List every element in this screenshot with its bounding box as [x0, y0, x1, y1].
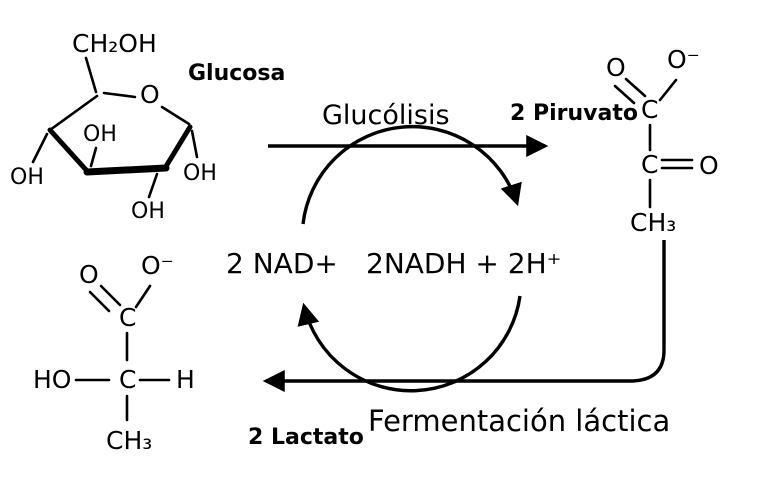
bond-line: [89, 146, 98, 168]
fermentation-arrow: [262, 240, 666, 393]
bond-line: [190, 129, 199, 159]
pyruvate-carboxyl-c: C: [641, 95, 658, 124]
glucose-ch2oh-label: CH₂OH: [72, 29, 157, 58]
ring-front-bond: [83, 164, 170, 176]
lactate-h: H: [176, 365, 195, 394]
bond-line: [134, 284, 152, 309]
cycle-arrow-bottom: [297, 295, 522, 393]
bond-line: [102, 91, 137, 99]
pyruvate-structure: O O⁻ C C O CH₃: [606, 45, 719, 237]
bond-line: [658, 78, 678, 102]
lactate-carboxyl-c: C: [119, 303, 136, 332]
glucose-oh-c2: OH: [131, 199, 165, 224]
pyruvate-carbonyl-o: O: [606, 53, 626, 82]
pyruvate-keto-o: O: [699, 151, 719, 180]
piruvato-label: 2 Piruvato: [510, 101, 638, 126]
cycle-arrow-top: [301, 124, 522, 225]
bond-line: [31, 132, 49, 164]
double-bond-line: [99, 284, 122, 307]
ring-back-bond: [48, 94, 99, 132]
ring-front-bond: [47, 127, 91, 175]
glucosa-label: Glucosa: [188, 61, 285, 86]
nad-plus-label: 2 NAD+: [226, 247, 338, 280]
nadh-label: 2NADH + 2H⁺: [366, 247, 561, 280]
lactate-structure: O O⁻ C HO C H CH₃: [33, 251, 195, 455]
fermentacion-label: Fermentación láctica: [368, 404, 670, 438]
pyruvate-ch3: CH₃: [630, 208, 676, 237]
glucose-oh-c3: OH: [83, 122, 117, 147]
glucose-oh-c4: OH: [10, 165, 44, 190]
lactate-o-minus: O⁻: [141, 251, 174, 280]
lactate-ho: HO: [33, 365, 71, 394]
double-bond-line: [88, 290, 111, 313]
glucose-ring-oxygen: O: [140, 80, 160, 109]
lactate-ch3: CH₃: [106, 426, 152, 455]
bond-line: [160, 105, 191, 126]
double-bond-line: [613, 84, 636, 105]
lactate-carbonyl-o: O: [79, 260, 99, 289]
glucose-structure: CH₂OH O OH OH OH OH: [10, 29, 217, 224]
pyruvate-o-minus: O⁻: [667, 45, 700, 74]
ring-front-bond: [162, 124, 193, 171]
glucose-oh-c1: OH: [183, 161, 217, 186]
bond-line: [147, 172, 159, 199]
lactate-alpha-c: C: [119, 365, 136, 394]
glucolisis-label: Glucólisis: [322, 100, 450, 131]
double-bond-line: [624, 77, 647, 98]
pyruvate-keto-c: C: [641, 150, 658, 179]
lactato-label: 2 Lactato: [248, 425, 364, 450]
bond-line: [84, 56, 98, 94]
